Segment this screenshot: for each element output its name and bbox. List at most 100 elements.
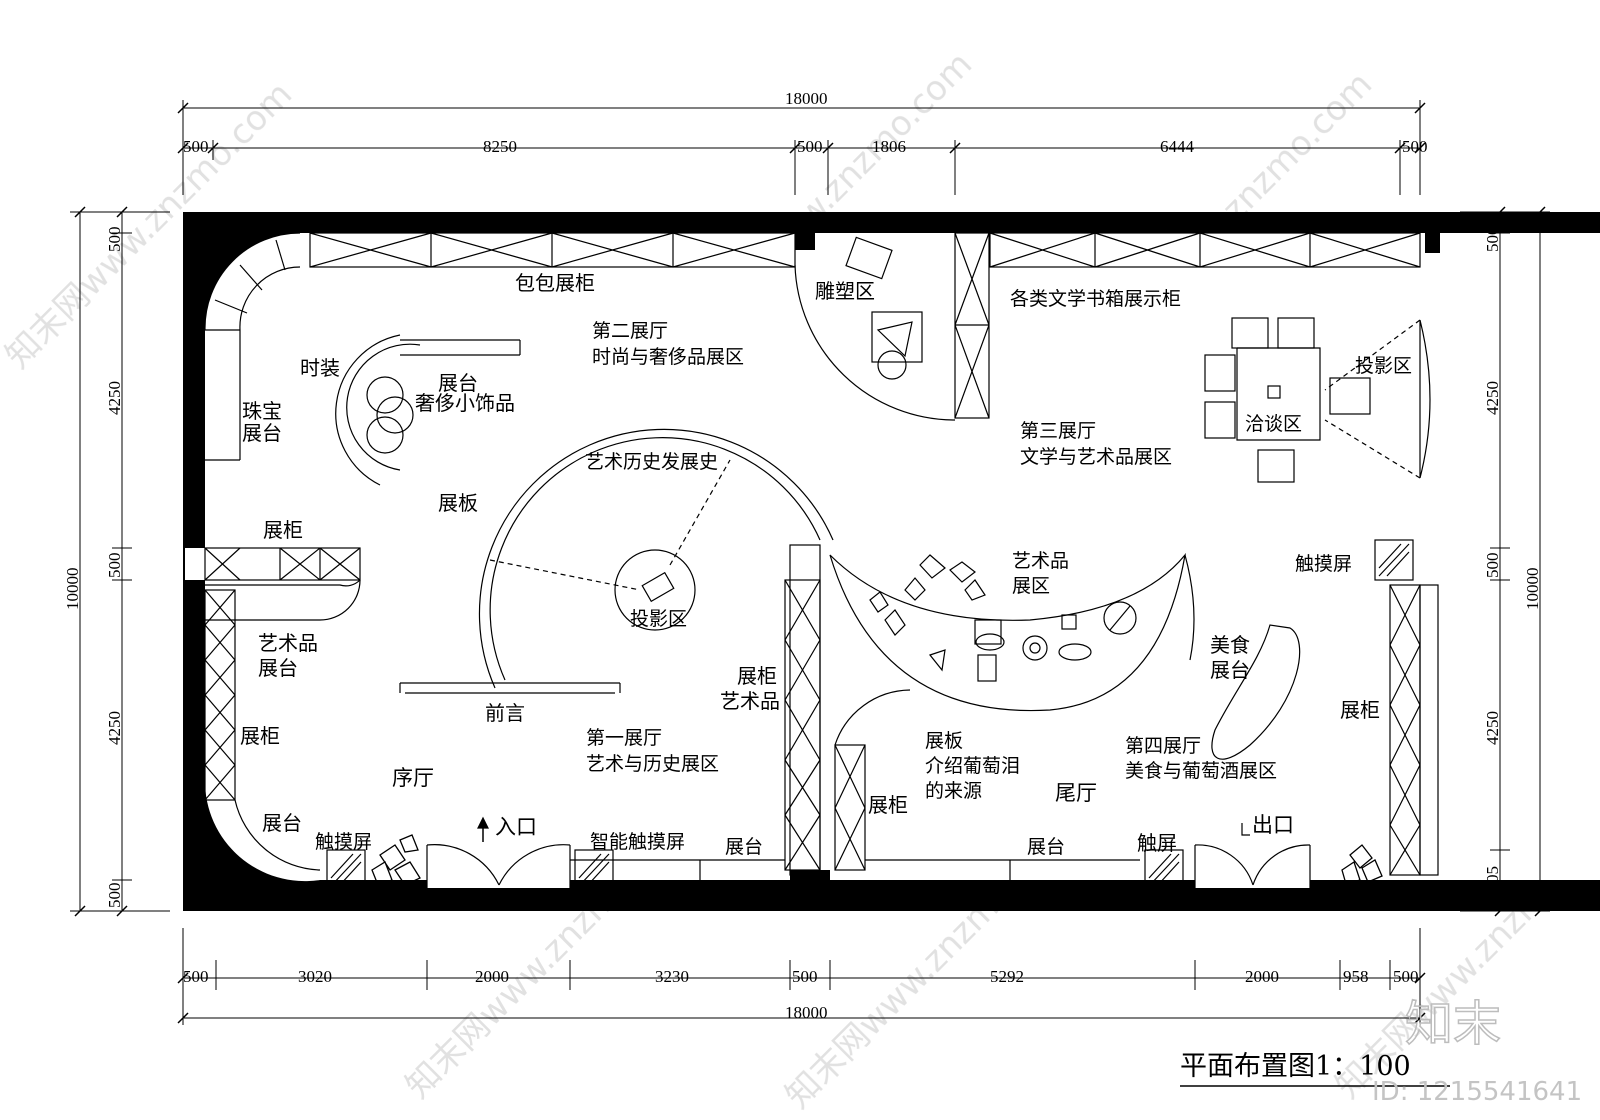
label-hall3-1: 第三展厅 <box>1020 420 1096 442</box>
labels: 包包展柜 第二展厅 时尚与奢侈品展区 雕塑区 各类文学书箱展示柜 投影区 洽谈区… <box>240 271 1412 858</box>
label-art-stage-2: 展台 <box>258 656 298 680</box>
dim-right-seg: 500 <box>1483 227 1502 253</box>
dim-left-total: 10000 <box>63 568 82 611</box>
dimension-texts: 18000 500 8250 500 1806 6444 500 500 302… <box>63 89 1542 1022</box>
label-touch-left: 触摸屏 <box>315 831 372 853</box>
label-art-history: 艺术历史发展史 <box>585 451 718 473</box>
dim-top-seg: 1806 <box>872 137 906 156</box>
jewelry-wall <box>204 232 301 460</box>
label-negotiation: 洽谈区 <box>1245 413 1302 435</box>
sculpture-arc <box>794 264 956 421</box>
label-hall4-1: 第四展厅 <box>1125 735 1201 757</box>
floor-area <box>185 233 1600 888</box>
touch-screens <box>326 539 1414 891</box>
id-watermark: ID: 1215541641 <box>1372 1077 1582 1107</box>
bag-cabinet <box>309 232 796 268</box>
dim-left-seg: 500 <box>105 227 124 253</box>
label-projection-center: 投影区 <box>630 608 687 630</box>
label-art-area-1: 艺术品 <box>1012 550 1069 572</box>
fashion-display <box>335 334 521 486</box>
label-exit: 出口 <box>1252 813 1294 837</box>
dimension-lines <box>70 100 1550 1025</box>
label-cabinet-left: 展柜 <box>240 724 280 748</box>
label-food-1: 美食 <box>1210 633 1250 657</box>
left-cabinet <box>204 547 361 871</box>
drawing-title: 平面布置图1：100 <box>1180 1051 1411 1082</box>
dim-left-seg: 4250 <box>105 381 124 415</box>
book-cabinet <box>989 232 1421 268</box>
label-cabinet-mid-2: 艺术品 <box>720 689 780 713</box>
dim-top-total: 18000 <box>785 89 828 108</box>
dim-bottom-seg: 500 <box>792 967 818 986</box>
plants <box>371 834 1383 886</box>
label-stage-right-bottom: 展台 <box>1027 836 1065 858</box>
dim-bottom-seg: 500 <box>1393 967 1419 986</box>
label-hall3-2: 文学与艺术品展区 <box>1020 446 1172 468</box>
label-book-cabinet: 各类文学书箱展示柜 <box>1010 288 1181 310</box>
right-cabinet <box>1389 584 1439 876</box>
label-luxury: 奢侈小饰品 <box>415 391 515 415</box>
label-cabinet-right: 展柜 <box>1340 698 1380 722</box>
dim-bottom-seg: 5292 <box>990 967 1024 986</box>
label-sculpture: 雕塑区 <box>815 279 875 303</box>
label-stage1: 展台 <box>438 371 478 395</box>
label-hall1-2: 艺术与历史展区 <box>586 753 719 775</box>
label-cabinet-mid-1: 展柜 <box>737 664 777 688</box>
negotiation-furniture <box>1204 317 1431 483</box>
art-pieces <box>869 554 1137 682</box>
label-cabinet-left-top: 展柜 <box>263 518 303 542</box>
dim-top-seg: 500 <box>183 137 209 156</box>
label-jewel-2: 展台 <box>242 421 282 445</box>
dim-left-seg: 500 <box>105 553 124 579</box>
dim-top-seg: 500 <box>797 137 823 156</box>
label-lobby: 序厅 <box>392 766 434 790</box>
label-bag-cabinet: 包包展柜 <box>515 271 595 295</box>
dim-top-seg: 8250 <box>483 137 517 156</box>
label-stage-mid-bottom: 展台 <box>725 836 763 858</box>
label-touch-right: 触摸屏 <box>1295 553 1352 575</box>
label-food-2: 展台 <box>1210 658 1250 682</box>
dim-bottom-total: 18000 <box>785 1003 828 1022</box>
label-art-area-2: 展区 <box>1012 575 1050 597</box>
label-board-grape-2: 介绍葡萄泪 <box>925 755 1020 777</box>
label-tail-hall: 尾厅 <box>1055 781 1097 805</box>
middle-cabinet <box>784 544 911 876</box>
dim-right-seg: 4250 <box>1483 381 1502 415</box>
dim-bottom-seg: 2000 <box>1245 967 1279 986</box>
dim-bottom-seg: 2000 <box>475 967 509 986</box>
dim-right-seg: 4250 <box>1483 711 1502 745</box>
dim-left-seg: 4250 <box>105 711 124 745</box>
label-hall2-2: 时尚与奢侈品展区 <box>592 346 744 368</box>
label-cabinet-lower: 展柜 <box>868 793 908 817</box>
label-smart-touch: 智能触摸屏 <box>590 831 685 853</box>
dim-bottom-seg: 3020 <box>298 967 332 986</box>
label-board-grape-1: 展板 <box>925 730 963 752</box>
label-board-left: 展板 <box>438 491 478 515</box>
furniture <box>204 232 1439 891</box>
dim-right-seg: 500 <box>1483 553 1502 579</box>
label-entrance: 入口 <box>495 815 537 839</box>
art-crescent <box>829 552 1186 712</box>
dim-bottom-seg: 958 <box>1343 967 1369 986</box>
label-board-grape-3: 的来源 <box>925 780 982 802</box>
history-circle <box>399 428 834 694</box>
label-stage-left-bottom: 展台 <box>262 811 302 835</box>
label-art-stage-1: 艺术品 <box>258 631 318 655</box>
dim-right-total: 10000 <box>1523 568 1542 611</box>
food-stage <box>1211 624 1301 760</box>
label-fashion: 时装 <box>300 356 340 380</box>
title-block: 平面布置图1：100 知末 ID: 1215541641 <box>1180 995 1582 1107</box>
outer-walls <box>183 212 1600 911</box>
label-projection-right: 投影区 <box>1355 355 1412 377</box>
dim-top-seg: 6444 <box>1160 137 1195 156</box>
doors <box>426 844 1311 888</box>
label-hall1-1: 第一展厅 <box>586 727 662 749</box>
label-touch-bottom: 触屏 <box>1137 831 1177 855</box>
dim-bottom-seg: 500 <box>183 967 209 986</box>
label-preface: 前言 <box>485 701 525 725</box>
dim-left-seg: 500 <box>105 883 124 909</box>
dim-right-seg: 1005 <box>1483 866 1502 900</box>
label-jewel-1: 珠宝 <box>242 399 282 423</box>
label-hall2-1: 第二展厅 <box>592 320 668 342</box>
